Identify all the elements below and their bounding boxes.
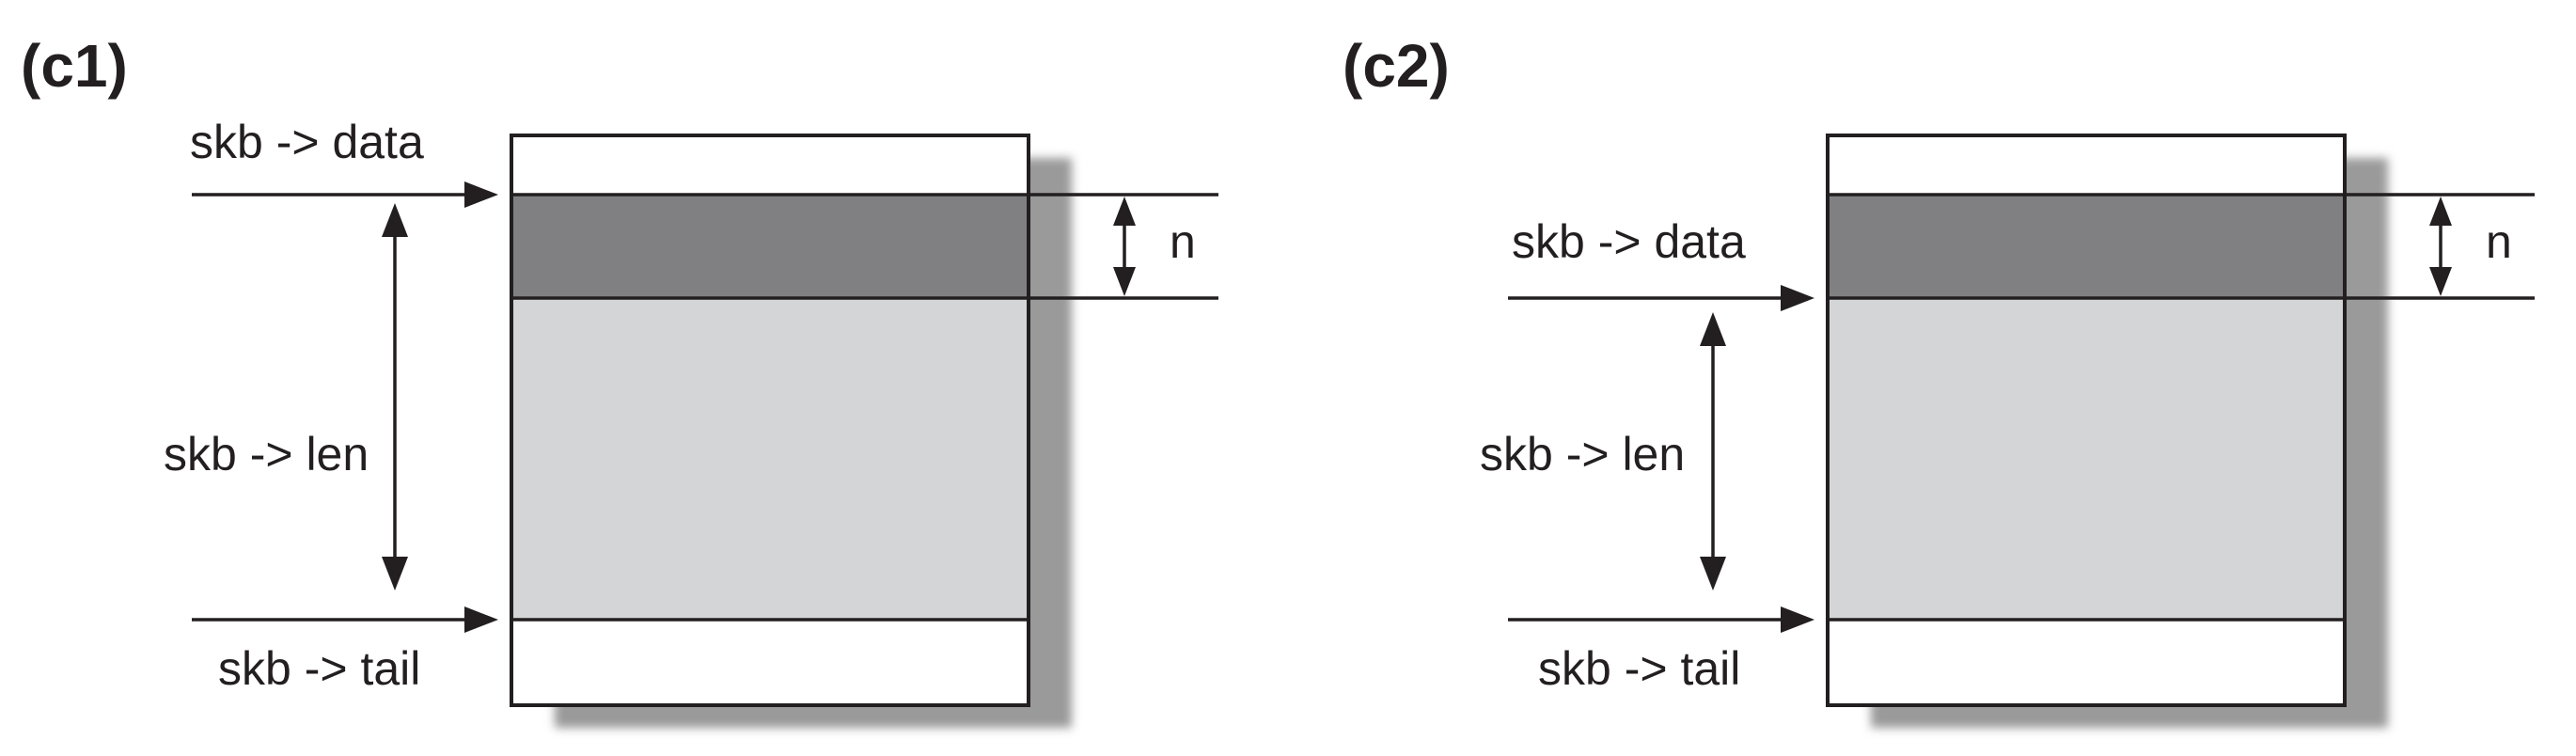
n-label-c2: n bbox=[2486, 215, 2512, 268]
len-arrow-c2 bbox=[1700, 312, 1726, 591]
buffer-outline-c2 bbox=[1826, 134, 2347, 707]
buffer-outline-c1 bbox=[510, 134, 1030, 707]
len-label-c2: skb -> len bbox=[1480, 428, 1685, 480]
len-arrow-c1 bbox=[382, 203, 408, 591]
data-pointer-arrow-c2 bbox=[1508, 285, 1814, 311]
n-dimension-c1 bbox=[1029, 193, 1218, 300]
panel-label-c1: (c1) bbox=[21, 32, 128, 100]
data-pointer-arrow-c1 bbox=[192, 181, 498, 208]
data-region-c1 bbox=[511, 298, 1029, 620]
buffer-box-c2 bbox=[1826, 134, 2388, 728]
data-pointer-label-c1: skb -> data bbox=[190, 116, 424, 168]
tail-pointer-label-c1: skb -> tail bbox=[218, 642, 420, 695]
data-pointer-label-c2: skb -> data bbox=[1512, 215, 1746, 268]
pushed-header-region-c1 bbox=[511, 195, 1029, 298]
pushed-header-region-c2 bbox=[1828, 195, 2345, 298]
n-label-c1: n bbox=[1170, 215, 1196, 268]
panel-c1: (c1) skb -> data skb -> len bbox=[21, 32, 1218, 728]
n-dimension-c2 bbox=[2345, 193, 2535, 300]
len-label-c1: skb -> len bbox=[164, 428, 369, 480]
tail-pointer-label-c2: skb -> tail bbox=[1538, 642, 1740, 695]
panel-c2: (c2) skb -> data skb -> len bbox=[1343, 32, 2535, 728]
tail-pointer-arrow-c2 bbox=[1508, 606, 1814, 633]
buffer-box-c1 bbox=[510, 134, 1072, 728]
tail-pointer-arrow-c1 bbox=[192, 606, 498, 633]
data-region-c2 bbox=[1828, 298, 2345, 620]
panel-label-c2: (c2) bbox=[1343, 32, 1450, 100]
